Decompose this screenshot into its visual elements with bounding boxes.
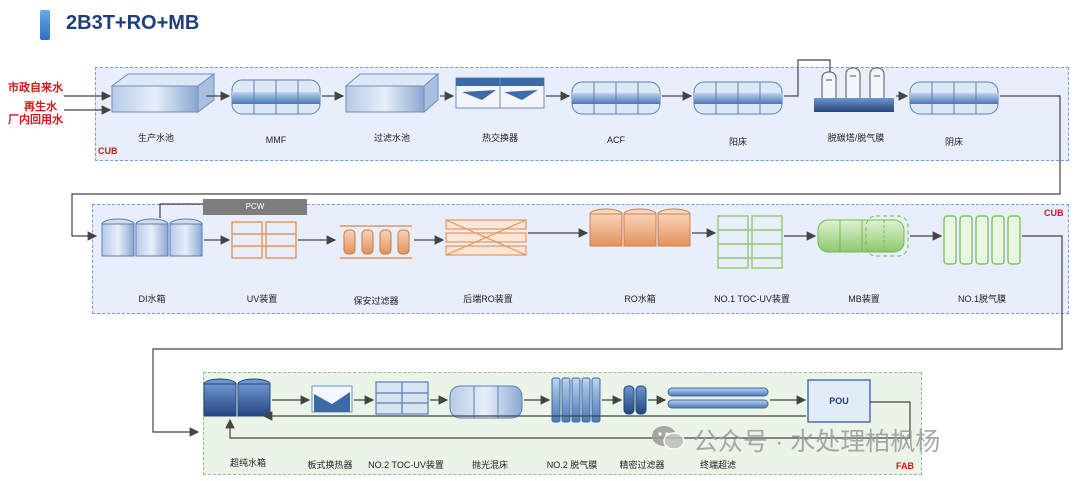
row1-flow-arrows (71, 91, 1061, 241)
precision-filter-icon (623, 385, 647, 415)
label-di-tank: DI水箱 (138, 294, 166, 304)
degas-membrane-2-icon (551, 377, 601, 423)
row3-equipment (203, 377, 871, 423)
label-production-tank: 生产水池 (137, 133, 175, 143)
row1-equipment (110, 59, 999, 115)
label-acf: ACF (607, 135, 625, 145)
watermark-text: 公众号 · 水处理柏枫杨 (693, 428, 941, 456)
di-tank-icon (101, 218, 203, 257)
source-inlet-lines (64, 91, 112, 115)
label-security-filter: 保安过滤器 (353, 296, 399, 306)
label-precision-filter: 精密过滤器 (619, 460, 665, 470)
label-heat-exchanger: 热交换器 (481, 133, 519, 143)
filtered-water-tank-icon (344, 72, 440, 114)
label-decarbonizer: 脱碳塔/脱气膜 (827, 133, 885, 143)
cation-bed-icon (693, 81, 783, 115)
label-polishing-mixed-bed: 抛光混床 (471, 460, 509, 470)
ultrapure-tank-icon (203, 378, 271, 417)
acf-vessels-icon (571, 81, 661, 115)
label-plate-heat-exchanger: 板式换热器 (307, 460, 353, 470)
label-anion-bed: 阴床 (944, 137, 964, 147)
back-end-ro-icon (445, 219, 527, 256)
label-degas-membrane-1: NO.1脱气膜 (957, 294, 1007, 304)
label-mmf: MMF (265, 135, 287, 145)
page-title: 2B3T+RO+MB (66, 12, 200, 34)
mmf-vessels-icon (231, 79, 321, 115)
label-filtered-water-tank: 过滤水池 (373, 133, 411, 143)
toc-uv-1-icon (717, 215, 783, 269)
ro-tank-icon (589, 208, 691, 247)
row2-equipment (101, 208, 1021, 269)
production-tank-icon (110, 73, 216, 113)
label-back-end-ro: 后端RO装置 (463, 294, 513, 304)
label-terminal-uf: 终端超滤 (699, 460, 737, 470)
source-municipal-water: 市政自来水 (8, 82, 63, 94)
watermark: 公众号 · 水处理柏枫杨 (652, 422, 941, 458)
label-toc-uv-1: NO.1 TOC-UV装置 (714, 294, 790, 304)
anion-bed-icon (909, 81, 999, 115)
label-mb-unit: MB装置 (848, 294, 880, 304)
zone-tag-row2: CUB (1044, 208, 1064, 218)
label-pou: POU (829, 396, 849, 406)
zone-tag-row1: CUB (98, 146, 118, 156)
row3-flow-arrows (225, 395, 911, 439)
label-cation-bed: 阳床 (728, 137, 748, 147)
security-filter-icon (340, 225, 412, 259)
label-toc-uv-2: NO.2 TOC-UV装置 (368, 460, 444, 470)
uv-unit-icon (231, 221, 297, 259)
row2-flow-arrows (152, 203, 1063, 437)
pou-box (807, 379, 871, 423)
pcw-label: PCW (203, 199, 307, 215)
label-ro-tank: RO水箱 (624, 294, 656, 304)
title-accent-bar (40, 10, 50, 40)
zone-tag-row3: FAB (896, 461, 914, 471)
terminal-uf-icon (667, 387, 769, 409)
source-reclaimed-water: 再生水 (24, 101, 57, 113)
heat-exchanger-icon (455, 77, 545, 109)
degas-membrane-1-icon (943, 215, 1021, 265)
plate-heat-exchanger-icon (311, 385, 353, 413)
polishing-mixed-bed-icon (449, 385, 523, 419)
mb-unit-icon (817, 215, 909, 257)
label-uv-unit: UV装置 (246, 294, 278, 304)
toc-uv-2-icon (375, 381, 429, 415)
label-ultrapure-tank: 超纯水箱 (229, 458, 267, 468)
wechat-icon (652, 426, 685, 450)
source-reuse-water: 厂内回用水 (8, 114, 63, 126)
decarbonizer-tower-icon (790, 59, 894, 112)
label-degas-membrane-2: NO.2 脱气膜 (546, 460, 598, 470)
